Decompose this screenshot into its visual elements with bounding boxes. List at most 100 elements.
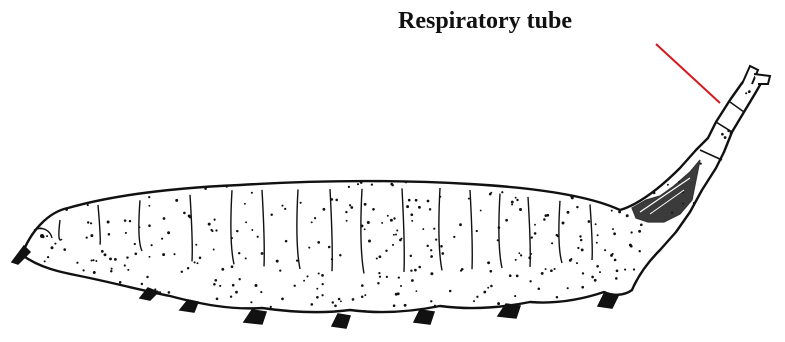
stipple-dot — [279, 269, 281, 271]
stipple-dot — [286, 174, 289, 177]
stipple-dot — [115, 160, 118, 163]
stipple-dot — [357, 92, 359, 94]
stipple-dot — [630, 231, 632, 233]
stipple-dot — [768, 126, 770, 128]
stipple-dot — [386, 276, 388, 278]
stipple-dot — [605, 185, 608, 188]
stipple-dot — [310, 117, 313, 120]
stipple-dot — [327, 143, 330, 146]
stipple-dot — [669, 147, 671, 149]
stipple-dot — [101, 193, 103, 195]
stipple-dot — [630, 245, 633, 248]
stipple-dot — [558, 180, 560, 182]
stipple-dot — [100, 110, 102, 112]
stipple-dot — [541, 179, 543, 181]
stipple-dot — [280, 115, 283, 118]
stipple-dot — [61, 136, 63, 138]
stipple-dot — [528, 140, 531, 143]
stipple-dot — [698, 206, 700, 208]
stipple-dot — [124, 112, 126, 114]
stipple-dot — [19, 150, 22, 153]
stipple-dot — [740, 298, 743, 301]
stipple-dot — [705, 99, 708, 102]
stipple-dot — [435, 238, 437, 240]
stipple-dot — [537, 103, 540, 106]
stipple-dot — [219, 285, 221, 287]
stipple-dot — [280, 152, 282, 154]
stipple-dot — [745, 310, 748, 313]
stipple-dot — [378, 127, 381, 130]
stipple-dot — [424, 157, 426, 159]
stipple-dot — [160, 299, 162, 301]
stipple-dot — [237, 146, 239, 148]
stipple-dot — [545, 268, 547, 270]
stipple-dot — [127, 118, 129, 120]
stipple-dot — [24, 162, 27, 165]
stipple-dot — [608, 141, 611, 144]
stipple-dot — [544, 182, 546, 184]
stipple-dot — [401, 176, 404, 179]
stipple-dot — [567, 287, 569, 289]
stipple-dot — [691, 138, 693, 140]
stipple-dot — [47, 78, 50, 81]
stipple-dot — [576, 262, 578, 264]
stipple-dot — [531, 236, 533, 238]
stipple-dot — [234, 315, 236, 317]
stipple-dot — [213, 249, 215, 251]
stipple-dot — [701, 207, 703, 209]
stipple-dot — [138, 73, 141, 76]
stipple-dot — [461, 158, 464, 161]
stipple-dot — [729, 304, 731, 306]
stipple-dot — [116, 108, 119, 111]
stipple-dot — [749, 214, 751, 216]
stipple-dot — [124, 219, 127, 222]
stipple-dot — [356, 326, 358, 328]
stipple-dot — [215, 94, 217, 96]
stipple-dot — [420, 107, 423, 110]
stipple-dot — [757, 201, 760, 204]
stipple-dot — [675, 125, 677, 127]
stipple-dot — [226, 185, 228, 187]
stipple-dot — [34, 325, 36, 327]
stipple-dot — [130, 163, 132, 165]
stipple-dot — [713, 210, 715, 212]
stipple-dot — [455, 107, 457, 109]
stipple-dot — [621, 199, 623, 201]
stipple-dot — [66, 291, 69, 294]
stipple-dot — [737, 277, 740, 280]
stipple-dot — [600, 120, 602, 122]
stipple-dot — [31, 273, 33, 275]
stipple-dot — [134, 107, 136, 109]
stipple-dot — [282, 120, 284, 122]
stipple-dot — [322, 283, 324, 285]
stipple-dot — [554, 268, 556, 270]
stipple-dot — [76, 97, 78, 99]
stipple-dot — [426, 245, 428, 247]
stipple-dot — [118, 116, 121, 119]
stipple-dot — [441, 252, 444, 255]
stipple-dot — [633, 172, 635, 174]
stipple-dot — [204, 187, 207, 190]
stipple-dot — [179, 167, 182, 170]
stipple-dot — [711, 115, 714, 118]
stipple-dot — [747, 261, 749, 263]
stipple-dot — [577, 247, 579, 249]
stipple-dot — [505, 219, 508, 222]
stipple-dot — [415, 329, 417, 331]
stipple-dot — [656, 77, 658, 79]
stipple-dot — [520, 314, 522, 316]
stipple-dot — [221, 268, 224, 271]
stipple-dot — [201, 112, 203, 114]
stipple-dot — [279, 323, 282, 326]
stipple-dot — [550, 269, 553, 272]
stipple-dot — [717, 77, 720, 80]
stipple-dot — [404, 121, 407, 124]
stipple-dot — [141, 94, 143, 96]
stipple-dot — [162, 253, 165, 256]
stipple-dot — [153, 188, 156, 191]
stipple-dot — [455, 168, 458, 171]
stipple-dot — [111, 268, 113, 270]
stipple-dot — [483, 291, 486, 294]
stipple-dot — [361, 296, 364, 299]
stipple-dot — [641, 176, 644, 179]
